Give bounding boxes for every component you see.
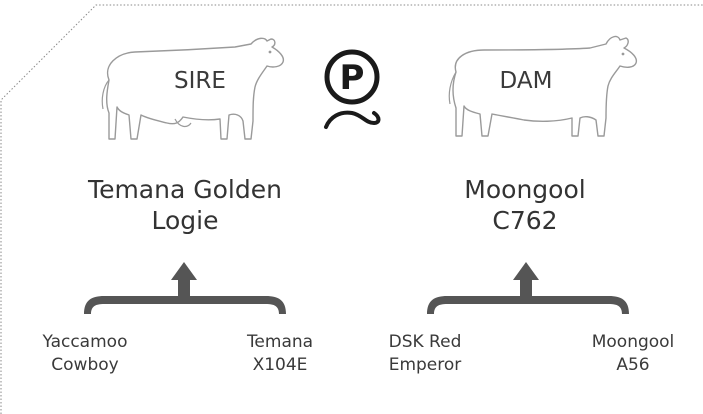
sire-name: Temana Golden Logie xyxy=(60,174,310,236)
sire-parent-1: Yaccamoo Cowboy xyxy=(20,331,150,377)
sire-name-line1: Temana Golden xyxy=(88,175,282,204)
sire-arrow-head-icon xyxy=(171,262,197,280)
dam-cow-outline-icon xyxy=(448,35,638,137)
sire-arrow-stem xyxy=(178,278,190,296)
sire-parent-1-line2: Cowboy xyxy=(51,355,119,375)
sire-parent-2-line2: X104E xyxy=(252,355,308,375)
dam-parent-1-line2: Emperor xyxy=(388,355,462,375)
sire-tag: SIRE xyxy=(174,68,226,94)
sire-cow-outline-icon xyxy=(101,37,285,140)
polled-letter: P xyxy=(340,58,365,98)
dam-parent-2-line1: Moongool xyxy=(591,332,675,352)
dam-parent-1: DSK Red Emperor xyxy=(370,331,480,377)
dam-arrow-stem xyxy=(520,278,532,296)
dam-arrow-head-icon xyxy=(513,262,539,280)
dam-tag: DAM xyxy=(499,68,553,94)
dam-name-line1: Moongool xyxy=(464,175,586,204)
dam-parent-2-line2: A56 xyxy=(616,355,650,375)
dam-bracket xyxy=(427,296,629,314)
sire-parent-2: Temana X104E xyxy=(225,331,335,377)
dam-name: Moongool C762 xyxy=(400,174,650,236)
dam-parent-2: Moongool A56 xyxy=(573,331,693,377)
sire-parent-2-line1: Temana xyxy=(246,332,314,352)
sire-name-line2: Logie xyxy=(151,206,219,235)
dam-name-line2: C762 xyxy=(492,206,558,235)
dam-parent-1-line1: DSK Red xyxy=(388,332,462,352)
sire-parent-1-line1: Yaccamoo xyxy=(42,332,128,352)
sire-bracket xyxy=(84,296,286,314)
polled-icon: P xyxy=(324,49,381,129)
